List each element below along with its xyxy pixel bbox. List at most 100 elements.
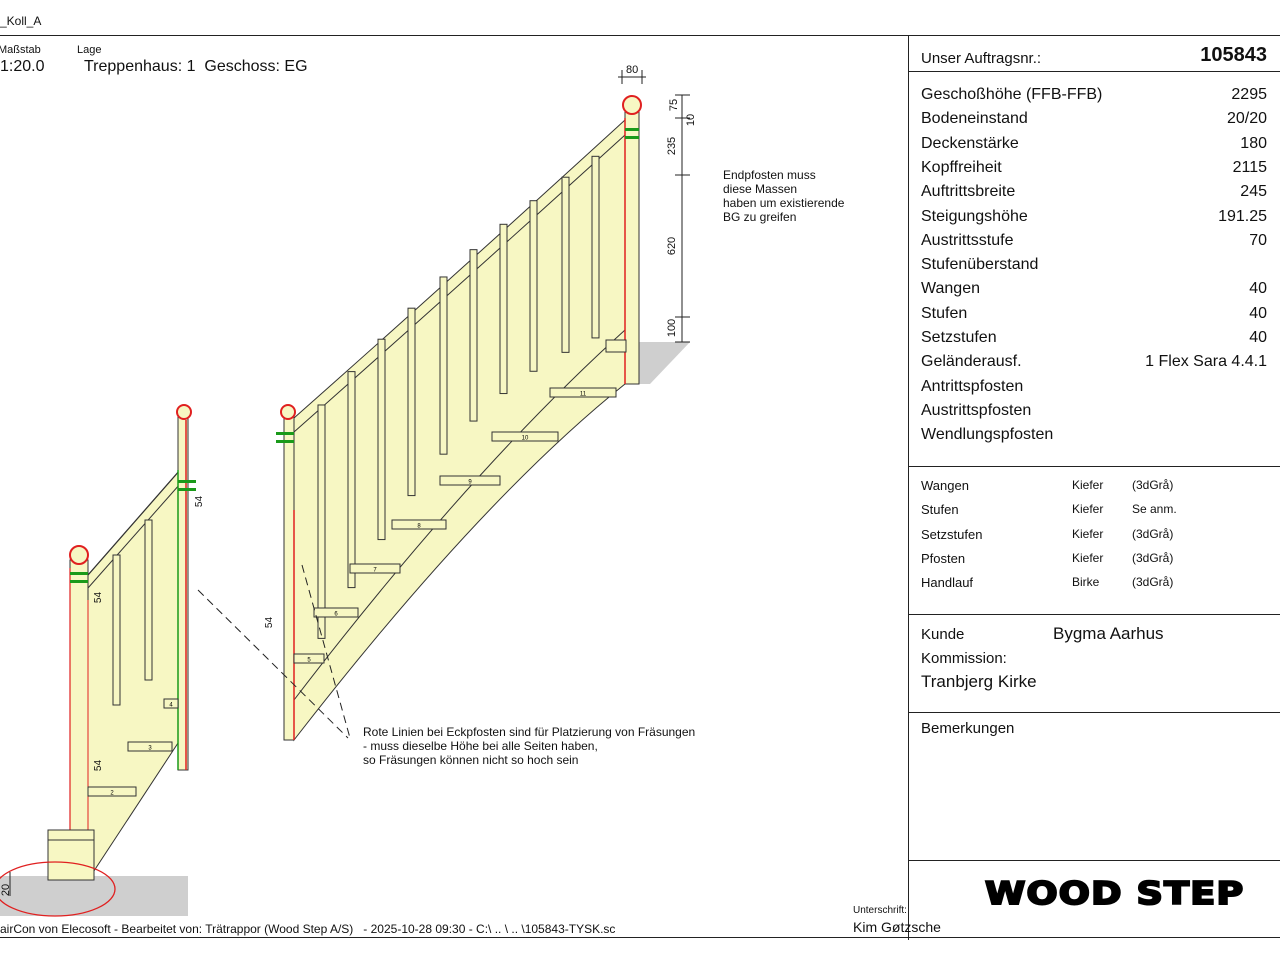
floor-bottom — [0, 876, 188, 916]
tread-board — [549, 387, 617, 398]
material-part: Setzstufen — [921, 526, 983, 542]
tread: 7 — [349, 563, 401, 574]
spec-label: Bodeneinstand — [921, 110, 1028, 128]
top-border — [0, 35, 1280, 36]
spec-row: Stufen 40 — [921, 305, 1267, 329]
material-divider — [909, 614, 1280, 615]
order-number: 105843 — [1200, 44, 1267, 66]
tread-board — [349, 563, 401, 574]
location-value: Treppenhaus: 1 Geschoss: EG — [84, 58, 308, 75]
spec-label: Auftrittsbreite — [921, 183, 1016, 201]
dim-label-floor: 20 — [0, 883, 13, 897]
material-wood: Birke — [1072, 575, 1100, 590]
tread-board — [439, 475, 501, 486]
step-number: 3 — [148, 746, 152, 752]
tread: 5 — [293, 653, 325, 664]
signature-divider — [909, 860, 1280, 861]
top-post-cap — [622, 95, 642, 115]
spec-row: Antrittspfosten — [921, 378, 1267, 402]
left-handrail-inner — [87, 483, 181, 589]
dim-label-left-a: 54 — [194, 495, 206, 508]
spec-value: 180 — [1240, 134, 1267, 152]
tread-board — [293, 653, 325, 664]
material-part: Wangen — [921, 478, 969, 493]
starter-block — [47, 829, 95, 881]
baluster — [144, 519, 153, 681]
remarks-label: Bemerkungen — [921, 720, 1015, 737]
dim-label-100: 100 — [666, 318, 679, 338]
panel-divider — [908, 35, 909, 940]
material-wood: Kiefer — [1072, 550, 1104, 565]
tread-board — [127, 741, 173, 752]
material-wood: Kiefer — [1072, 478, 1104, 492]
green-mark-5 — [276, 432, 294, 435]
baluster — [317, 404, 326, 639]
spec-label: Austrittsstufe — [921, 231, 1014, 249]
spec-value: 2295 — [1231, 86, 1267, 103]
spec-label: Stufen — [921, 304, 968, 322]
file-tag: _Koll_A — [0, 14, 42, 28]
green-mark-6 — [276, 440, 294, 443]
top-end-post — [624, 109, 640, 385]
bottom-border — [0, 937, 1280, 938]
spec-value: 40 — [1249, 329, 1267, 346]
tread: 2 — [87, 786, 137, 797]
tread-board — [87, 786, 137, 797]
right-flight-stringer — [293, 118, 626, 742]
footer-text: airCon von Elecosoft - Bearbeitet von: T… — [0, 922, 616, 936]
material-finish: (3dGrå) — [1132, 550, 1174, 565]
customer-divider — [909, 712, 1280, 713]
order-label: Unser Auftragsnr.: — [921, 50, 1042, 67]
green-mark-3 — [178, 480, 196, 483]
spec-label: Geschoßhöhe (FFB-FFB) — [921, 86, 1103, 103]
right-balusters — [317, 155, 600, 639]
material-wood: Kiefer — [1072, 526, 1104, 541]
baluster — [529, 200, 538, 372]
spec-label: Wendlungspfosten — [921, 426, 1054, 444]
material-finish: Se anm. — [1132, 502, 1177, 517]
baluster — [469, 249, 478, 422]
green-mark-7 — [625, 128, 639, 131]
step-number: 5 — [307, 658, 311, 664]
signature-label: Unterschrift: — [853, 905, 907, 916]
baluster — [439, 276, 448, 455]
top-landing-block — [605, 339, 627, 353]
step-number: 9 — [468, 480, 472, 486]
step-number: 8 — [417, 524, 421, 530]
mid-post-cap — [280, 404, 296, 420]
left-post-cap — [69, 545, 89, 565]
tread-board — [313, 607, 359, 618]
green-mark-1 — [70, 572, 88, 575]
spec-value: 20/20 — [1226, 110, 1267, 128]
spec-value: 2115 — [1232, 158, 1267, 176]
spec-label: Setzstufen — [921, 329, 997, 346]
location-label: Lage — [77, 44, 102, 56]
spec-value: 191.25 — [1218, 207, 1267, 225]
leader-line-1 — [197, 589, 349, 739]
step-number: 6 — [334, 612, 338, 618]
spec-label: Deckenstärke — [921, 134, 1019, 152]
dim-label-mid: 54 — [264, 616, 276, 629]
tread: 6 — [313, 607, 359, 618]
spec-label: Geländerausf. — [921, 353, 1022, 371]
red-lines-note: Rote Linien bei Eckpfosten sind für Plat… — [363, 725, 696, 767]
tread-board — [163, 698, 179, 709]
tread: 3 — [127, 741, 173, 752]
baluster — [347, 371, 356, 589]
kunde-value: Bygma Aarhus — [1053, 624, 1164, 643]
spec-value: 40 — [1249, 304, 1267, 322]
baluster — [561, 176, 570, 353]
spec-row: Wendlungspfosten — [921, 426, 1267, 450]
highlight-ellipse — [0, 861, 116, 917]
baluster — [112, 554, 121, 706]
spec-row: Geschoßhöhe (FFB-FFB) 2295 — [921, 86, 1267, 110]
tread: 11 — [549, 387, 617, 398]
